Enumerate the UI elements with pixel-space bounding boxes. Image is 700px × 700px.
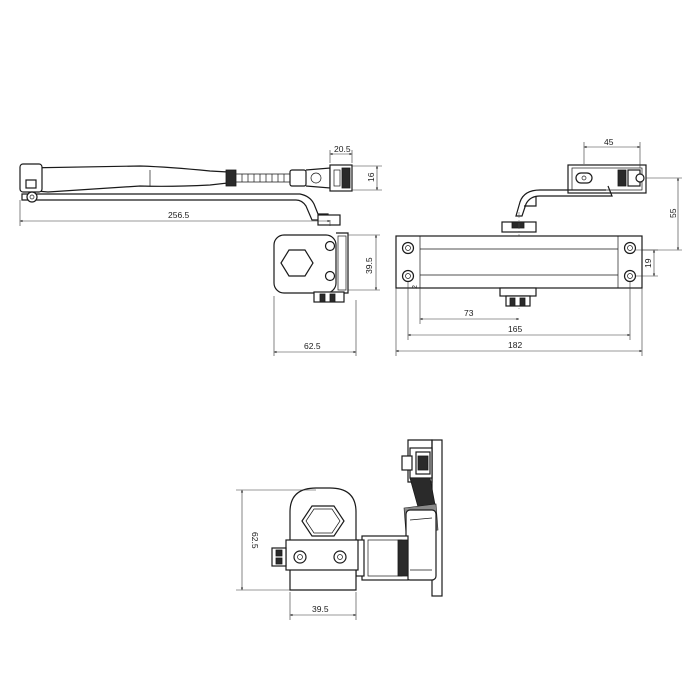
side-top-width-label: 20.5 — [334, 144, 351, 154]
front-hole-spacing-label: 19 — [643, 258, 653, 268]
front-dim-165: 165 — [407, 282, 631, 340]
front-182-label: 182 — [508, 340, 522, 350]
bottom-dim-39-5: 39.5 — [289, 592, 357, 620]
front-body — [395, 235, 643, 307]
side-dim-20-5: 20.5 — [329, 144, 353, 163]
front-dim-19: 19 — [636, 249, 658, 277]
arm-length-label: 256.5 — [168, 210, 190, 220]
front-arm-offset-label: 45 — [604, 137, 614, 147]
front-view: 45 55 19 2 73 165 182 — [395, 137, 682, 356]
side-body-width-label: 62.5 — [304, 341, 321, 351]
side-top-height-label: 16 — [366, 172, 376, 182]
bottom-height-label: 62.5 — [250, 532, 260, 549]
front-165-label: 165 — [508, 324, 522, 334]
front-dim-182: 182 — [395, 288, 643, 356]
side-view: 20.5 16 256.5 39.5 62.5 — [19, 144, 382, 356]
side-dim-62-5: 62.5 — [273, 296, 357, 356]
front-73-label: 73 — [464, 308, 474, 318]
side-main-arm — [19, 163, 353, 193]
bottom-arm — [403, 477, 439, 581]
front-dim-2: 2 — [412, 285, 419, 289]
bottom-cylinder — [355, 535, 409, 581]
side-dim-16: 16 — [352, 165, 382, 191]
front-height-label: 55 — [668, 208, 678, 218]
bottom-width-label: 39.5 — [312, 604, 329, 614]
front-arm — [501, 185, 613, 310]
bottom-view: 62.5 39.5 — [236, 439, 443, 620]
side-dim-39-5: 39.5 — [348, 234, 380, 291]
front-dim-73: 73 — [419, 288, 520, 324]
front-edge-small-label: 2 — [412, 285, 419, 289]
bottom-body — [271, 487, 359, 591]
side-body — [273, 214, 349, 303]
front-bracket — [567, 164, 647, 194]
front-dim-45: 45 — [583, 137, 641, 168]
side-body-height-label: 39.5 — [364, 257, 374, 274]
side-dim-256-5: 256.5 — [19, 200, 331, 226]
bottom-dim-62-5: 62.5 — [236, 489, 316, 591]
front-dim-55: 55 — [642, 177, 682, 251]
